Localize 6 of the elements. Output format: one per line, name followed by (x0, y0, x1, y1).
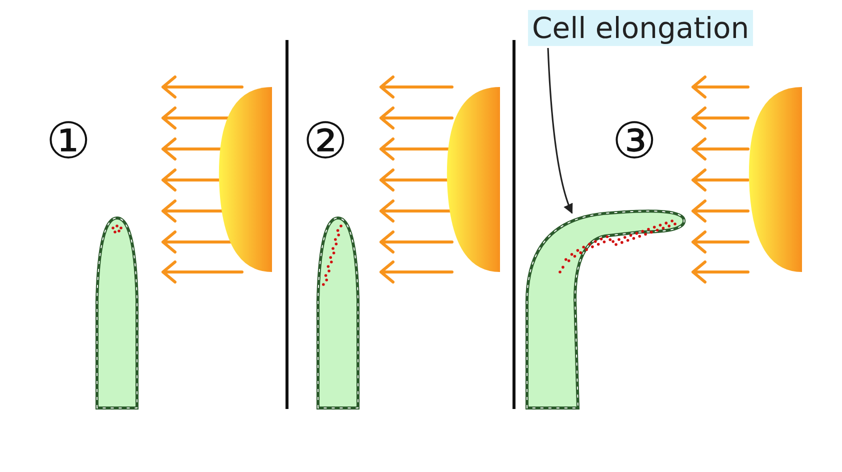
callout-number: ① (46, 116, 91, 166)
callout-number: ③ (612, 116, 657, 166)
leader-line (547, 48, 574, 214)
callout-label: Cell elongation (528, 10, 754, 46)
shoot-drawing (526, 210, 686, 410)
callout-number: ② (303, 116, 348, 166)
